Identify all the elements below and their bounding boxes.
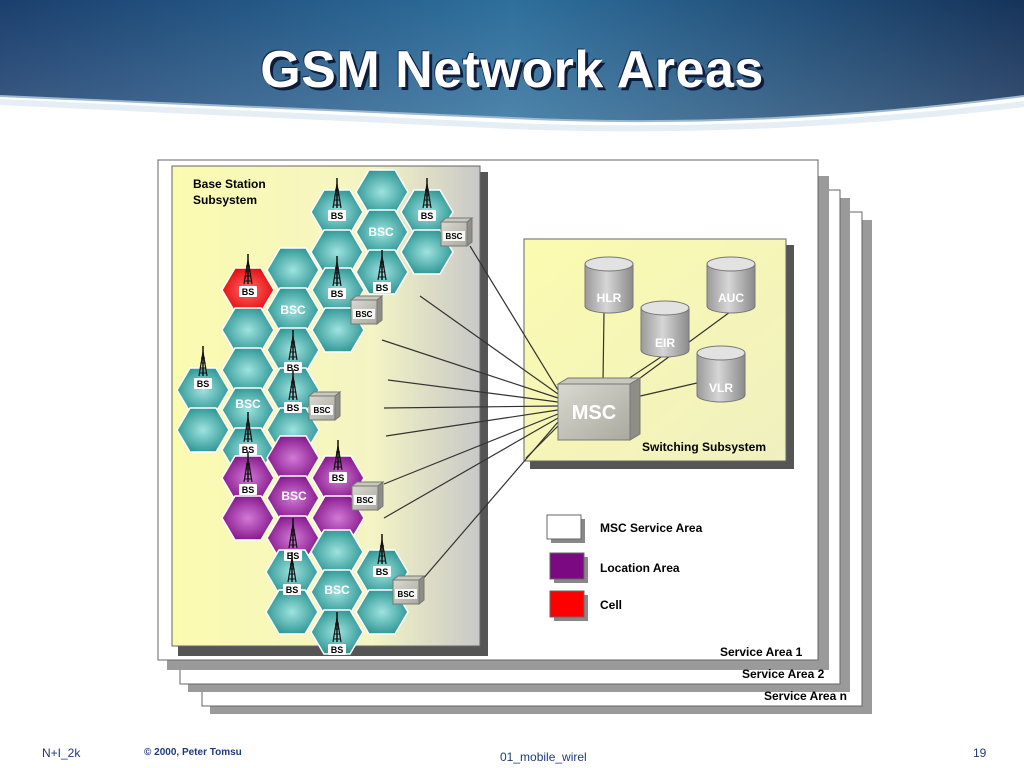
bss-label-line2: Subsystem bbox=[193, 193, 257, 207]
legend-swatch-msc-area bbox=[546, 514, 582, 540]
network-link bbox=[381, 339, 559, 399]
bsc-box-label: BSC bbox=[398, 590, 415, 599]
bs-label: BS bbox=[287, 551, 300, 561]
bsc-cluster-label: BSC bbox=[280, 303, 306, 317]
bsc-cluster-label: BSC bbox=[281, 489, 307, 503]
legend-swatch-location-area bbox=[549, 552, 585, 580]
base-station-tower-icon: BS bbox=[284, 518, 302, 561]
bs-label: BS bbox=[332, 473, 345, 483]
base-station-tower-icon: BS bbox=[239, 452, 257, 495]
location-area-hex bbox=[221, 495, 275, 541]
network-link bbox=[419, 295, 559, 395]
bs-label: BS bbox=[286, 585, 299, 595]
bs-label: BS bbox=[421, 211, 434, 221]
bsc-cluster-label: BSC bbox=[235, 397, 261, 411]
footer-course-id: N+I_2k bbox=[42, 746, 81, 760]
bs-label: BS bbox=[197, 379, 210, 389]
base-station-tower-icon: BS bbox=[283, 552, 301, 595]
bsc-equipment-icon: BSC bbox=[391, 574, 426, 606]
base-station-tower-icon: BS bbox=[373, 534, 391, 577]
base-stations: BS BS BS BS BS BS BS BS BS BS BS BS BS BS BS bbox=[194, 178, 436, 655]
bs-label: BS bbox=[287, 403, 300, 413]
network-link bbox=[525, 425, 559, 459]
cell-hex bbox=[176, 407, 230, 453]
base-station-tower-icon: BS bbox=[418, 178, 436, 221]
eir-label: EIR bbox=[655, 336, 675, 350]
service-area-1-label: Service Area 1 bbox=[720, 645, 803, 659]
legend-label-msc-area: MSC Service Area bbox=[600, 521, 703, 535]
base-station-tower-icon: BS bbox=[194, 346, 212, 389]
legend: MSC Service Area Location Area Cell bbox=[546, 514, 703, 621]
bsc-box-label: BSC bbox=[357, 496, 374, 505]
base-station-tower-icon: BS bbox=[328, 178, 346, 221]
bsc-msc-links bbox=[381, 245, 559, 581]
footer-page-number: 19 bbox=[973, 746, 987, 760]
bsc-box-label: BSC bbox=[356, 310, 373, 319]
bs-label: BS bbox=[331, 289, 344, 299]
base-station-tower-icon: BS bbox=[328, 256, 346, 299]
bsc-box-label: BSC bbox=[446, 232, 463, 241]
msc-switch: MSC bbox=[556, 377, 642, 441]
bs-label: BS bbox=[331, 645, 344, 655]
eir-database: EIR bbox=[640, 300, 690, 358]
bsc-box-label: BSC bbox=[314, 406, 331, 415]
base-station-tower-icon: BS bbox=[329, 440, 347, 483]
network-link bbox=[387, 379, 559, 403]
network-link bbox=[469, 245, 559, 391]
base-station-tower-icon: BS bbox=[239, 412, 257, 455]
bsc-controllers: BSC BSC BSC BSC BSC BSC BSC BSC BSC BSC bbox=[235, 216, 474, 606]
msc-label: MSC bbox=[572, 402, 616, 424]
bs-label: BS bbox=[376, 567, 389, 577]
bs-label: BS bbox=[287, 363, 300, 373]
legend-swatch-cell bbox=[549, 590, 585, 618]
cell-hex bbox=[265, 589, 319, 635]
base-station-tower-icon: BS bbox=[284, 330, 302, 373]
bsc-equipment-icon: BSC bbox=[350, 480, 385, 512]
legend-label-cell: Cell bbox=[600, 598, 622, 612]
switching-subsystem-label: Switching Subsystem bbox=[642, 440, 766, 454]
vlr-label: VLR bbox=[709, 381, 733, 395]
cell-hex bbox=[400, 229, 454, 275]
auc-database: AUC bbox=[706, 256, 756, 314]
bs-label: BS bbox=[331, 211, 344, 221]
footer-file-name: 01_mobile_wirel bbox=[500, 750, 587, 764]
hlr-database: HLR bbox=[584, 256, 634, 314]
vlr-database: VLR bbox=[696, 345, 746, 403]
base-station-tower-icon: BS bbox=[284, 370, 302, 413]
bs-label: BS bbox=[242, 485, 255, 495]
bsc-equipment-icon: BSC bbox=[349, 294, 384, 326]
bs-label: BS bbox=[242, 445, 255, 455]
title-banner bbox=[0, 0, 1024, 132]
service-area-n-label: Service Area n bbox=[764, 689, 847, 703]
network-link bbox=[383, 417, 559, 519]
legend-label-location-area: Location Area bbox=[600, 561, 680, 575]
bs-label: BS bbox=[242, 287, 255, 297]
bsc-cluster-label: BSC bbox=[324, 583, 350, 597]
bsc-equipment-icon: BSC bbox=[307, 390, 342, 422]
base-station-tower-icon: BS bbox=[239, 254, 257, 297]
network-link bbox=[385, 409, 559, 437]
bs-label: BS bbox=[376, 283, 389, 293]
base-station-tower-icon: BS bbox=[328, 612, 346, 655]
bss-label-line1: Base Station bbox=[193, 177, 266, 191]
network-link bbox=[383, 405, 559, 409]
bsc-equipment-icon: BSC bbox=[439, 216, 474, 248]
footer-copyright: © 2000, Peter Tomsu bbox=[144, 747, 242, 758]
hlr-label: HLR bbox=[597, 291, 622, 305]
auc-label: AUC bbox=[718, 291, 744, 305]
base-station-tower-icon: BS bbox=[373, 250, 391, 293]
network-link bbox=[383, 413, 559, 485]
service-area-2-label: Service Area 2 bbox=[742, 667, 825, 681]
cell-grid bbox=[176, 169, 454, 655]
bsc-cluster-label: BSC bbox=[368, 225, 394, 239]
page-title: GSM Network Areas bbox=[260, 41, 764, 99]
